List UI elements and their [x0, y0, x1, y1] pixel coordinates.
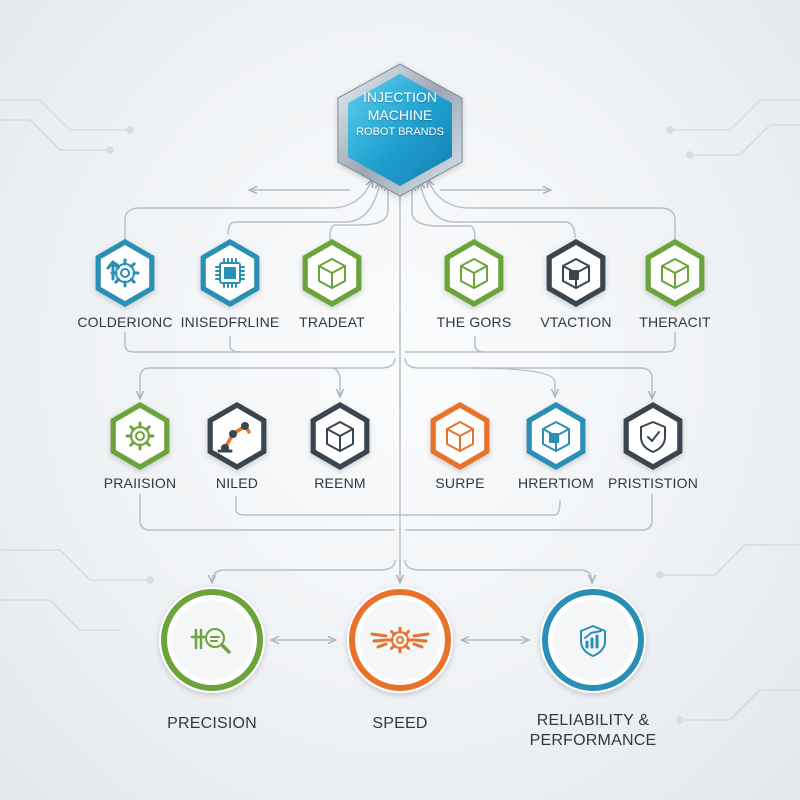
root-title-line1: INJECTION — [363, 89, 437, 105]
root-title-line2: MACHINE — [367, 107, 433, 123]
row1-node — [546, 239, 606, 307]
row1-nodes — [95, 239, 705, 307]
row2-nodes — [110, 402, 683, 470]
row2-label: NILED — [215, 475, 259, 491]
cube-icon — [318, 258, 346, 289]
root-title: INJECTION MACHINE ROBOT BRANDS — [335, 88, 465, 140]
outcome-node — [540, 587, 646, 693]
outcome-label-line1: SPEED — [372, 715, 428, 732]
row2-node — [526, 402, 586, 470]
row2-node — [207, 402, 267, 470]
cube-icon — [661, 258, 689, 289]
row2-node — [430, 402, 490, 470]
robot-arm-icon — [217, 422, 251, 453]
gear-icon — [125, 421, 155, 451]
row2-node — [623, 402, 683, 470]
row1-label: TRADEAT — [299, 314, 365, 330]
outcome-label-line1: PRECISION — [167, 715, 257, 732]
box-icon — [562, 258, 590, 289]
row2-node — [110, 402, 170, 470]
chip-icon — [215, 258, 245, 288]
outcome-node — [347, 587, 453, 693]
root-title-line3: ROBOT BRANDS — [356, 126, 444, 138]
magnifier-icon — [190, 628, 231, 654]
row1-node — [95, 239, 155, 307]
row1-node — [302, 239, 362, 307]
connector-lines — [124, 180, 676, 640]
outcome-label-line1: RELIABILITY & — [536, 712, 650, 729]
cube-icon — [446, 421, 474, 452]
circuit-decoration — [0, 99, 800, 724]
outcome-label-precision: PRECISION — [167, 714, 257, 734]
row1-node — [444, 239, 504, 307]
row2-label: REENM — [314, 475, 366, 491]
row1-label: COLDERIONC — [77, 314, 173, 330]
outcome-label-speed: SPEED — [372, 714, 427, 734]
shield-icon — [640, 421, 666, 453]
root-node — [337, 63, 463, 197]
box-icon — [542, 421, 570, 452]
shield-chart-icon — [580, 625, 606, 657]
row1-node — [645, 239, 705, 307]
row2-label: HRERTIOM — [517, 475, 595, 491]
row2-label: PRISTISTION — [607, 475, 699, 491]
gear-arrow-icon — [106, 258, 140, 288]
winged-gear-icon — [370, 626, 430, 654]
row1-label: VTACTION — [540, 314, 612, 330]
row1-label: THERACIT — [639, 314, 711, 330]
cube-icon — [460, 258, 488, 289]
outcome-label-line2: PERFORMANCE — [529, 732, 657, 749]
row1-node — [200, 239, 260, 307]
row2-node — [310, 402, 370, 470]
row2-label: SURPE — [435, 475, 485, 491]
outcome-node — [159, 587, 265, 693]
cube-icon — [326, 421, 354, 452]
outcome-label-reliability: RELIABILITY & PERFORMANCE — [530, 711, 657, 751]
row1-label: THE GORS — [436, 314, 512, 330]
row1-label: INISEDFRLINE — [180, 314, 280, 330]
row2-label: PRAIISION — [103, 475, 177, 491]
outcome-nodes — [159, 587, 646, 693]
